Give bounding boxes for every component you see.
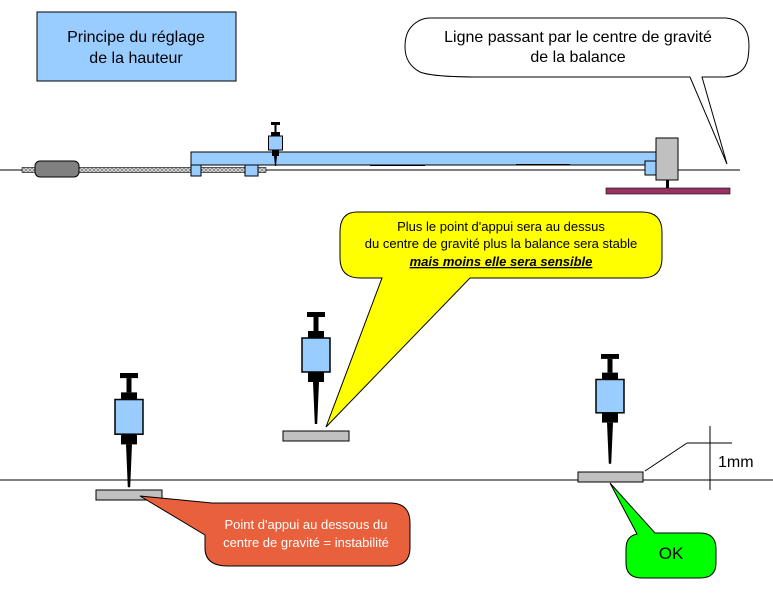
threaded-rod bbox=[21, 167, 267, 173]
counterweight bbox=[34, 160, 80, 178]
dimension-1mm: 1mm bbox=[644, 426, 754, 490]
pivot-above bbox=[282, 311, 350, 442]
pivot-below bbox=[95, 372, 163, 501]
callout-red: Point d'appui au dessous du centre de gr… bbox=[139, 495, 411, 567]
callout-yellow-line3: mais moins elle sera sensible bbox=[410, 254, 593, 269]
beam-pivot bbox=[268, 122, 283, 166]
base-plate bbox=[605, 187, 731, 195]
callout-yellow-line2: du centre de gravité plus la balance ser… bbox=[365, 236, 637, 251]
support-block bbox=[655, 137, 679, 181]
title-line2: de la hauteur bbox=[89, 50, 183, 67]
callout-gravity-line1: Ligne passant par le centre de gravité bbox=[444, 29, 712, 46]
callout-gravity-line2: de la balance bbox=[530, 49, 625, 66]
beam bbox=[190, 151, 657, 166]
title-line1: Principe du réglage bbox=[67, 29, 205, 46]
callout-green-label: OK bbox=[659, 544, 684, 563]
dimension-label: 1mm bbox=[718, 454, 754, 471]
callout-gravity-line: Ligne passant par le centre de gravité d… bbox=[404, 17, 750, 165]
callout-red-line1: Point d'appui au dessous du bbox=[225, 517, 388, 532]
callout-red-line2: centre de gravité = instabilité bbox=[223, 535, 389, 550]
callout-yellow-line1: Plus le point d'appui sera au dessus bbox=[397, 219, 605, 234]
title-box: Principe du réglage de la hauteur bbox=[36, 11, 237, 82]
pivot-ok bbox=[577, 353, 644, 483]
balance-assembly bbox=[0, 122, 740, 195]
plate-ok bbox=[577, 471, 644, 483]
callout-green: OK bbox=[609, 482, 717, 579]
callout-yellow: Plus le point d'appui sera au dessus du … bbox=[325, 211, 663, 428]
plate-above bbox=[282, 430, 350, 442]
plate-below bbox=[95, 489, 163, 501]
